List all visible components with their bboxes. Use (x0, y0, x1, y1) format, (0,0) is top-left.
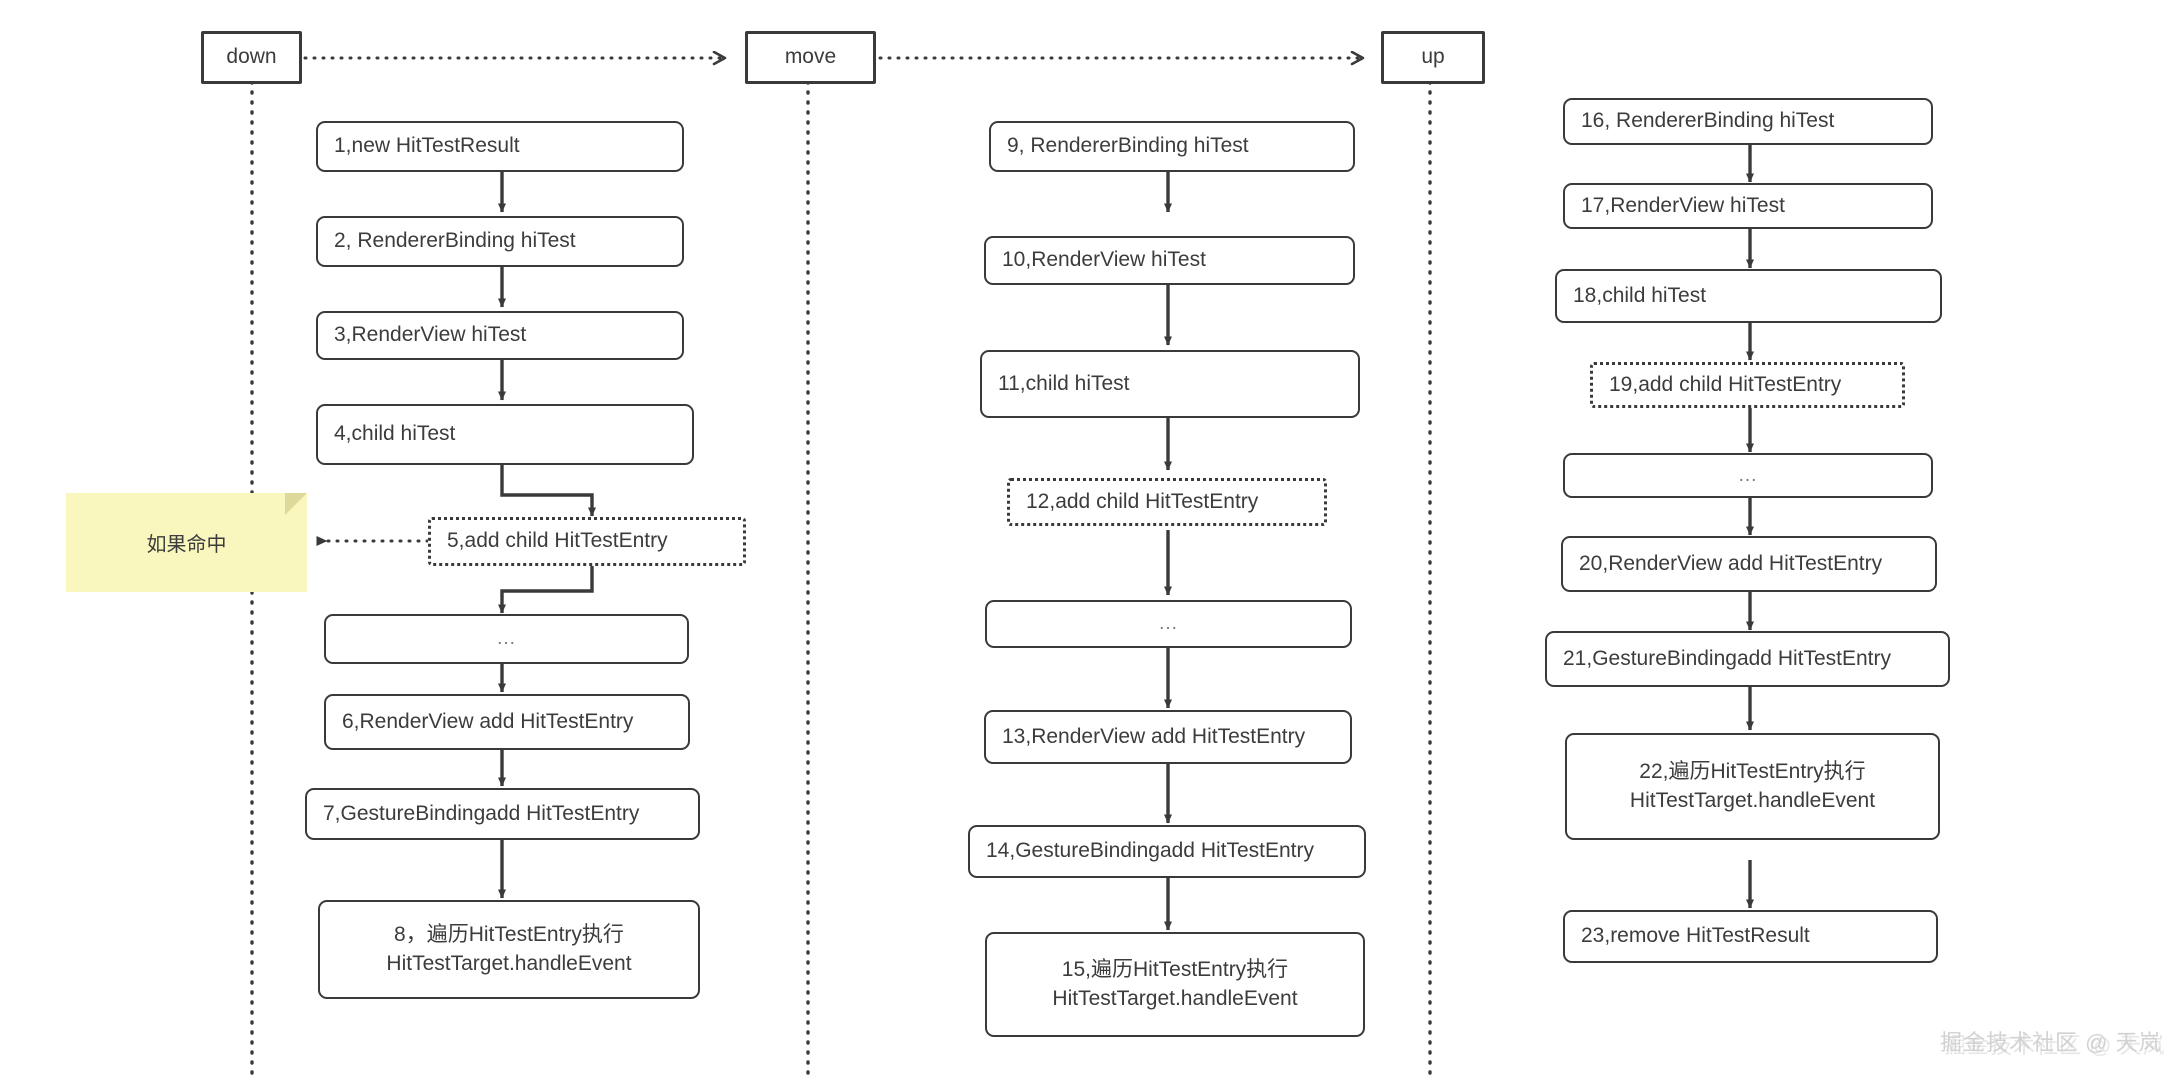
step-label-17: 17,RenderView hiTest (1581, 193, 1785, 217)
step-label-22: 22,遍历HitTestEntry执行 HitTestTarget.handle… (1629, 760, 1876, 812)
step-box-9[interactable]: 9, RendererBinding hiTest (989, 121, 1355, 172)
watermark-shadow: 掘金技术社区 @ 天岚 (1944, 1028, 2166, 1060)
step-label-2: 2, RendererBinding hiTest (334, 229, 576, 253)
phase-box-down[interactable]: down (201, 31, 302, 84)
step-label-8: 8，遍历HitTestEntry执行 HitTestTarget.handleE… (386, 923, 632, 975)
step-box-20[interactable]: 20,RenderView add HitTestEntry (1561, 536, 1937, 592)
step-box-19[interactable]: 19,add child HitTestEntry (1590, 362, 1905, 408)
note-fold-corner (285, 493, 307, 515)
step-label-23: 23,remove HitTestResult (1581, 924, 1810, 948)
step-box-ellipsis-3[interactable]: ... (1563, 453, 1933, 498)
step-box-7[interactable]: 7,GestureBindingadd HitTestEntry (305, 788, 700, 840)
step-box-21[interactable]: 21,GestureBindingadd HitTestEntry (1545, 631, 1950, 687)
step-label-15: 15,遍历HitTestEntry执行 HitTestTarget.handle… (1052, 958, 1298, 1010)
step-box-ellipsis-2[interactable]: ... (985, 600, 1352, 648)
watermark-shadow-text: 掘金技术社区 @ 天岚 (1944, 1033, 2166, 1058)
watermark-text: 掘金技术社区 @ 天岚 (1940, 1030, 2162, 1055)
step-label-20: 20,RenderView add HitTestEntry (1579, 551, 1883, 575)
step-label-10: 10,RenderView hiTest (1002, 248, 1206, 272)
step-label-9: 9, RendererBinding hiTest (1007, 134, 1249, 158)
step-box-12[interactable]: 12,add child HitTestEntry (1007, 478, 1327, 526)
note-label: 如果命中 (146, 534, 227, 556)
step-box-22[interactable]: 22,遍历HitTestEntry执行 HitTestTarget.handle… (1565, 733, 1940, 840)
step-box-15[interactable]: 15,遍历HitTestEntry执行 HitTestTarget.handle… (985, 932, 1365, 1037)
step-label-13: 13,RenderView add HitTestEntry (1002, 724, 1306, 748)
step-label-ellipsis-3: ... (1738, 464, 1758, 486)
step-box-13[interactable]: 13,RenderView add HitTestEntry (984, 710, 1352, 764)
step-box-17[interactable]: 17,RenderView hiTest (1563, 183, 1933, 229)
step-label-12: 12,add child HitTestEntry (1026, 489, 1259, 513)
step-box-8[interactable]: 8，遍历HitTestEntry执行 HitTestTarget.handleE… (318, 900, 700, 999)
step-box-6[interactable]: 6,RenderView add HitTestEntry (324, 694, 690, 750)
step-label-18: 18,child hiTest (1573, 283, 1707, 307)
phase-label-move: move (784, 45, 837, 69)
step-box-16[interactable]: 16, RendererBinding hiTest (1563, 98, 1933, 145)
step-label-19: 19,add child HitTestEntry (1609, 372, 1842, 396)
step-box-11[interactable]: 11,child hiTest (980, 350, 1360, 418)
step-box-14[interactable]: 14,GestureBindingadd HitTestEntry (968, 825, 1366, 878)
step-box-3[interactable]: 3,RenderView hiTest (316, 311, 684, 360)
phase-label-up: up (1421, 45, 1445, 69)
step-box-5[interactable]: 5,add child HitTestEntry (428, 517, 746, 566)
step-box-1[interactable]: 1,new HitTestResult (316, 121, 684, 172)
step-box-23[interactable]: 23,remove HitTestResult (1563, 910, 1938, 963)
step-box-4[interactable]: 4,child hiTest (316, 404, 694, 465)
step-label-3: 3,RenderView hiTest (334, 323, 527, 347)
step-label-11: 11,child hiTest (998, 371, 1130, 395)
phase-box-up[interactable]: up (1381, 31, 1485, 84)
phase-box-move[interactable]: move (745, 31, 876, 84)
step-label-1: 1,new HitTestResult (334, 134, 520, 158)
step-label-ellipsis-2: ... (1159, 613, 1178, 635)
step-label-6: 6,RenderView add HitTestEntry (342, 709, 634, 733)
step-label-7: 7,GestureBindingadd HitTestEntry (323, 801, 640, 825)
step-label-ellipsis-1: ... (497, 628, 516, 650)
watermark: 掘金技术社区 @ 天岚 (1940, 1025, 2162, 1057)
note-if-hit: 如果命中 (66, 493, 307, 592)
step-box-18[interactable]: 18,child hiTest (1555, 269, 1942, 323)
step-label-21: 21,GestureBindingadd HitTestEntry (1563, 646, 1892, 670)
phase-label-down: down (226, 45, 277, 69)
step-label-16: 16, RendererBinding hiTest (1581, 109, 1835, 133)
step-box-10[interactable]: 10,RenderView hiTest (984, 236, 1355, 285)
step-box-2[interactable]: 2, RendererBinding hiTest (316, 216, 684, 267)
step-label-5: 5,add child HitTestEntry (447, 529, 668, 553)
step-box-ellipsis-1[interactable]: ... (324, 614, 689, 664)
step-label-14: 14,GestureBindingadd HitTestEntry (986, 839, 1315, 863)
step-label-4: 4,child hiTest (334, 422, 456, 446)
